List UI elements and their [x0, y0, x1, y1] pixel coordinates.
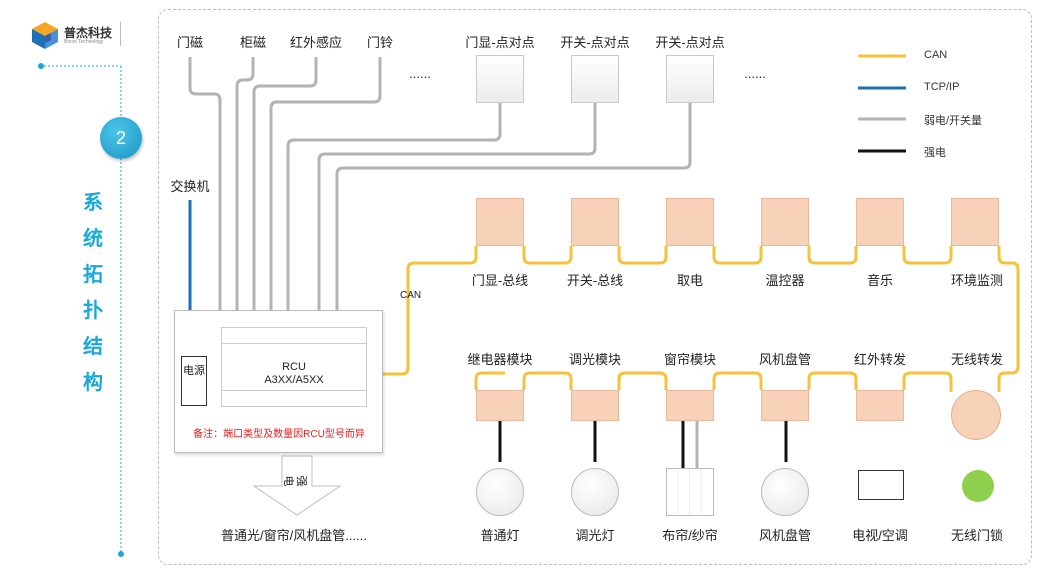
- module-fan-coil: [761, 390, 809, 421]
- bus-label-switch: 开关-总线: [566, 273, 624, 288]
- legend-weak: 弱电/开关量: [924, 115, 983, 127]
- diagram-frame: [158, 9, 1032, 565]
- legend-strong: 强电: [924, 147, 946, 159]
- load-label-dimmer-lamp: 调光灯: [575, 528, 615, 543]
- bus-device-env-monitor: [951, 198, 999, 246]
- rcu-inner-panel: [221, 327, 367, 407]
- load-label-tv-ac: 电视/空调: [852, 528, 908, 543]
- module-label-curtain: 窗帘模块: [663, 352, 717, 367]
- bus-label-thermostat: 温控器: [765, 273, 805, 288]
- section-title: 系统拓扑结构: [83, 192, 103, 394]
- can-bus-wires: [383, 246, 1020, 392]
- rcu-name: RCU: [282, 361, 306, 373]
- rcu-power-block: 电源: [181, 356, 207, 406]
- bus-label-env-monitor: 环境监测: [950, 273, 1004, 288]
- input-label-cabinet-magnet: 柜磁: [239, 35, 267, 50]
- module-label-relay: 继电器模块: [467, 352, 533, 367]
- can-trunk-label: CAN: [400, 290, 422, 301]
- bus-label-music: 音乐: [866, 273, 894, 288]
- wire-cabinet-magnet: [235, 57, 255, 310]
- can-bus-upper: [469, 246, 1020, 392]
- module-label-wireless: 无线转发: [950, 352, 1004, 367]
- panel-ellipsis: ......: [744, 66, 766, 81]
- panel-label-switch-1: 开关-点对点: [560, 35, 630, 50]
- wireless-lock-icon: [962, 470, 994, 502]
- load-label-curtain: 布帘/纱帘: [662, 528, 718, 543]
- can-trunk: [383, 261, 470, 376]
- legend-can: CAN: [924, 49, 948, 61]
- p2p-panel-switch-1: [571, 55, 619, 103]
- load-label-wireless-lock: 无线门锁: [950, 528, 1004, 543]
- wire-door-magnet: [188, 57, 222, 310]
- wire-switch-p2p-2: [335, 103, 692, 310]
- p2p-panel-switch-2: [666, 55, 714, 103]
- curtain-icon: [666, 468, 714, 516]
- load-label-fan-coil: 风机盘管: [758, 528, 812, 543]
- input-label-infrared: 红外感应: [289, 35, 343, 50]
- module-wireless: [951, 390, 1001, 440]
- wire-door-display-p2p: [286, 103, 502, 310]
- wire-switch-p2p-1: [317, 103, 597, 310]
- strong-loads-label: 普通光/窗帘/风机盘管......: [221, 528, 367, 543]
- bus-device-thermostat: [761, 198, 809, 246]
- load-label-lamp: 普通灯: [480, 528, 520, 543]
- lamp-icon: [476, 468, 524, 516]
- module-label-ir: 红外转发: [853, 352, 907, 367]
- rcu-note: 备注：端口类型及数量因RCU型号而异: [193, 429, 365, 440]
- bus-device-music: [856, 198, 904, 246]
- legend-tcp: TCP/IP: [924, 81, 960, 93]
- rcu-box: 电源 RCU A3XX/A5XX 备注：端口类型及数量因RCU型号而异: [174, 310, 383, 453]
- module-relay: [476, 390, 524, 421]
- p2p-panel-door-display: [476, 55, 524, 103]
- brand-tagline: Boost Technology: [64, 39, 104, 45]
- strong-current-arrow-icon: [252, 455, 342, 516]
- logo-divider: [120, 22, 121, 46]
- rcu-model: A3XX/A5XX: [264, 374, 324, 386]
- brand-logo-icon: [32, 22, 58, 49]
- strong-arrow-label: 强电: [282, 475, 307, 487]
- module-curtain: [666, 390, 714, 421]
- bus-label-power-card: 取电: [676, 273, 704, 288]
- bus-label-door-display: 门显-总线: [471, 273, 529, 288]
- dimmer-lamp-icon: [571, 468, 619, 516]
- fan-coil-icon: [761, 468, 809, 516]
- input-ellipsis: ......: [409, 66, 431, 81]
- switch-label: 交换机: [170, 179, 210, 194]
- tv-ac-icon: [858, 470, 904, 500]
- panel-label-switch-2: 开关-点对点: [655, 35, 725, 50]
- bus-device-door-display: [476, 198, 524, 246]
- input-label-doorbell: 门铃: [366, 35, 394, 50]
- panel-label-door-display: 门显-点对点: [465, 35, 535, 50]
- module-ir: [856, 390, 904, 421]
- module-dimmer: [571, 390, 619, 421]
- wire-infrared: [252, 57, 318, 310]
- bus-device-power-card: [666, 198, 714, 246]
- bus-device-switch: [571, 198, 619, 246]
- weak-current-wires: [188, 57, 692, 310]
- brand-name: 普杰科技: [64, 26, 113, 40]
- can-bus-lower: [474, 371, 953, 392]
- wire-doorbell: [269, 57, 382, 310]
- module-label-dimmer: 调光模块: [568, 352, 622, 367]
- strong-current-wires: [498, 421, 788, 468]
- step-number-badge: 2: [100, 117, 142, 159]
- module-label-fan-coil: 风机盘管: [758, 352, 812, 367]
- input-label-door-magnet: 门磁: [176, 35, 204, 50]
